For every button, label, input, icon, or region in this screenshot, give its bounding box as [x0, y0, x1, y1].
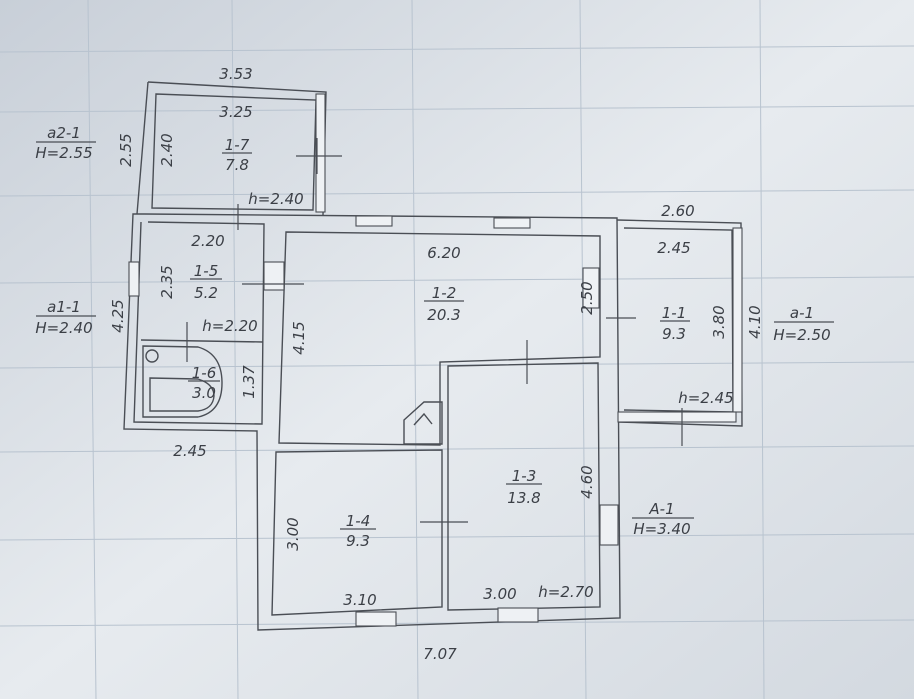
annex-a-1-code: а-1 — [790, 304, 814, 322]
room-1-7-height: h=2.40 — [248, 190, 303, 208]
room-1-1-id: 1-1 — [662, 304, 687, 322]
dim-620: 6.20 — [427, 244, 460, 262]
annex-a1-1-code: а1-1 — [47, 298, 81, 316]
annex-A-1-code: А-1 — [648, 500, 674, 518]
dim-255: 2.55 — [117, 133, 135, 166]
annex-A-1-height: Н=3.40 — [633, 520, 690, 538]
room-1-5-area: 5.2 — [194, 284, 218, 302]
dim-310: 3.10 — [343, 591, 376, 609]
dim-245-bottom: 2.45 — [173, 442, 206, 460]
dim-240: 2.40 — [158, 133, 176, 166]
dim-460: 4.60 — [578, 465, 596, 498]
dim-137: 1.37 — [240, 365, 258, 399]
room-1-4-area: 9.3 — [346, 532, 370, 550]
annex-a2-1-height: Н=2.55 — [35, 144, 92, 162]
room-labels: 1-7 7.8 h=2.40 1-5 5.2 h=2.20 1-6 3.0 1-… — [188, 136, 734, 601]
room-1-3-id: 1-3 — [512, 467, 537, 485]
annex-a2-1-code: а2-1 — [47, 124, 81, 142]
dim-220: 2.20 — [191, 232, 224, 250]
dimension-labels: 3.53 3.25 2.40 2.55 2.20 2.35 4.25 1.37 … — [109, 65, 764, 663]
dim-325: 3.25 — [219, 103, 252, 121]
dim-235: 2.35 — [158, 265, 176, 298]
annex-labels: а2-1 Н=2.55 а1-1 Н=2.40 а-1 Н=2.50 А-1 Н… — [35, 124, 834, 538]
room-1-6-id: 1-6 — [192, 364, 217, 382]
dim-380: 3.80 — [710, 305, 728, 338]
dim-260: 2.60 — [661, 202, 694, 220]
room-1-2-id: 1-2 — [432, 284, 457, 302]
dim-425: 4.25 — [109, 299, 127, 332]
dim-707: 7.07 — [423, 645, 457, 663]
room-1-2-area: 20.3 — [427, 306, 460, 324]
room-1-7-id: 1-7 — [225, 136, 250, 154]
windows — [128, 93, 743, 627]
room-1-7-area: 7.8 — [225, 156, 249, 174]
dim-415: 4.15 — [290, 321, 308, 354]
room-1-3-height: h=2.70 — [538, 583, 593, 601]
room-1-5-height: h=2.20 — [202, 317, 257, 335]
dim-300-left: 3.00 — [284, 517, 302, 550]
room-1-4-id: 1-4 — [346, 512, 371, 530]
annex-a1-1-height: Н=2.40 — [35, 319, 92, 337]
room-1-1-height: h=2.45 — [678, 389, 733, 407]
room-1-6-area: 3.0 — [192, 384, 216, 402]
annex-a-1-height: Н=2.50 — [773, 326, 830, 344]
room-1-5-id: 1-5 — [194, 262, 219, 280]
dim-250: 2.50 — [578, 281, 596, 314]
dim-410: 4.10 — [746, 305, 764, 338]
room-1-1-area: 9.3 — [662, 325, 686, 343]
opening-marks — [186, 138, 683, 523]
dim-300-bottom: 3.00 — [483, 585, 516, 603]
walls — [123, 81, 743, 631]
dim-353: 3.53 — [219, 65, 252, 83]
room-1-3-area: 13.8 — [507, 489, 540, 507]
dim-245-top: 2.45 — [657, 239, 690, 257]
